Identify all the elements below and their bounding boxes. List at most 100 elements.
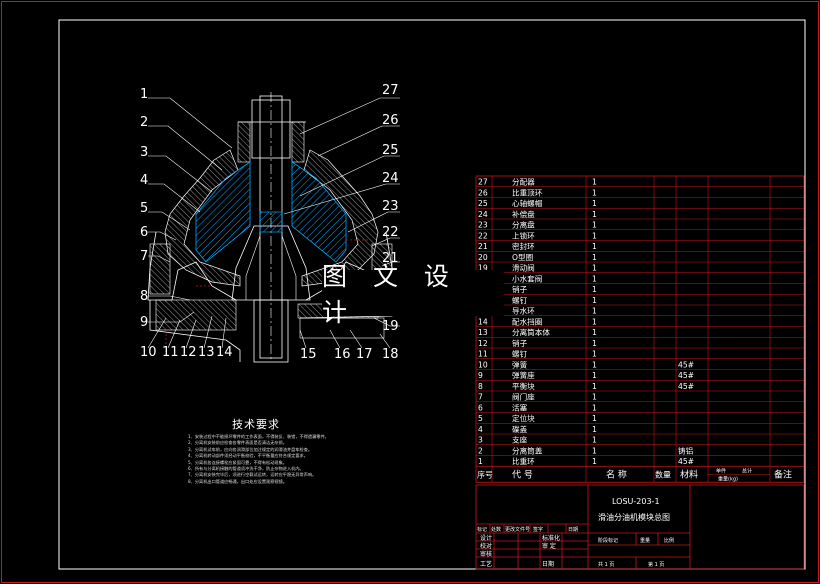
bom-cell-no: 13: [478, 328, 488, 337]
bom-cell-name: 支座: [512, 435, 528, 445]
requirement-item: 1、安装过程中不能损坏零件的工作表面，不得装反、装错，不得遗漏零件。: [188, 434, 329, 439]
bom-header-material: 材料: [680, 468, 698, 480]
bom-cell-name: 分离盘: [512, 220, 535, 230]
bom-cell-no: 12: [478, 339, 488, 348]
bom-cell-qty: 1: [592, 307, 597, 316]
title-block: [475, 484, 805, 570]
bom-cell-no: 22: [478, 231, 488, 240]
bom-cell-qty: 1: [592, 253, 597, 262]
callout-12: 12: [180, 345, 197, 360]
bom-cell-name: 心轴螺帽: [512, 198, 543, 208]
callout-9: 9: [140, 315, 148, 330]
bom-cell-qty: 1: [592, 339, 597, 348]
callout-22: 22: [382, 225, 399, 240]
bom-cell-name: 小水套阀: [512, 273, 542, 283]
requirement-item: 4、分离机转动部件须经动平衡校验，不平衡量应符合规定要求。: [188, 453, 308, 459]
drawing-title: 滑油分油机模块总图: [598, 512, 670, 522]
callout-7: 7: [140, 249, 148, 264]
requirement-item: 8、分离机出口管道应畅通，出口处应设置观察视镜。: [188, 478, 287, 484]
bom-cell-no: 9: [478, 371, 483, 380]
requirement-item: 6、所有与分离机接触的管道须冲洗干净，防止杂物进入机内。: [188, 466, 304, 472]
bom-cell-material: 45#: [678, 382, 694, 391]
sheet-number: 第 1 页: [648, 561, 664, 568]
callout-21: 21: [382, 251, 399, 266]
sheets-total: 共 1 页: [598, 561, 614, 568]
bom-cell-qty: 1: [592, 199, 597, 208]
callout-27: 27: [382, 83, 399, 98]
bom-cell-no: 24: [478, 210, 488, 219]
date-label: 日期: [542, 560, 554, 568]
bom-cell-qty: 1: [592, 457, 597, 466]
callout-17: 17: [356, 347, 373, 362]
bom-border: [475, 175, 805, 483]
bom-cell-material: 45#: [678, 360, 694, 369]
bom-cell-name: 上锁环: [512, 230, 535, 240]
bom-cell-qty: 1: [592, 371, 597, 380]
assembly-section-view: [147, 92, 400, 363]
requirement-item: 3、分离机试车前，应向各润滑部位加注规定的润滑油并盘车检查。: [188, 446, 313, 452]
bom-cell-name: 销子: [512, 284, 528, 294]
drawing-number: LOSU-203-1: [612, 497, 660, 506]
tech-requirements-list: 1、安装过程中不能损坏零件的工作表面，不得装反、装错，不得遗漏零件。 2、分离机…: [188, 434, 478, 485]
bom-header-name: 名 称: [606, 468, 627, 480]
callout-8: 8: [140, 289, 148, 304]
bom-cell-name: 销子: [512, 338, 528, 348]
bom-cell-name: 碟盖: [512, 424, 528, 434]
callout-13: 13: [198, 345, 215, 360]
bom-cell-qty: 1: [592, 178, 597, 187]
callout-2: 2: [140, 115, 148, 130]
bom-header-remark: 备注: [774, 468, 792, 480]
role-review: 审核: [480, 550, 492, 558]
bom-cell-name: 定位块: [512, 413, 535, 423]
bom-cell-name: 比重顶环: [512, 187, 543, 197]
weight-label: 重量: [640, 537, 650, 544]
callout-23: 23: [382, 199, 399, 214]
bom-header-weight: 重量(kg): [718, 475, 738, 482]
callout-26: 26: [382, 113, 399, 128]
rev-col-date: 日期: [568, 527, 578, 533]
bom-cell-qty: 1: [592, 414, 597, 423]
bom-cell-qty: 1: [592, 242, 597, 251]
bom-cell-no: 10: [478, 360, 488, 369]
rev-col-count: 处数: [491, 526, 501, 533]
bom-cell-no: 20: [478, 253, 488, 262]
bom-cell-name: 分离筒本体: [512, 327, 550, 337]
tech-requirements-title: 技术要求: [232, 418, 280, 431]
bom-cell-qty: 1: [592, 264, 597, 273]
bom-cell-name: 活塞: [512, 402, 528, 412]
bom-cell-name: O型圈: [512, 253, 533, 262]
title-block-text: LOSU-203-1 滑油分油机模块总图 标记 处数 更改文件号 签字 日期 设…: [477, 497, 674, 568]
bom-header-code: 代 号: [512, 469, 533, 480]
bom-cell-qty: 1: [592, 210, 597, 219]
rev-col-doc: 更改文件号: [505, 526, 530, 533]
bom-cell-no: 19: [478, 264, 488, 273]
bom-cell-name: 配水挡圈: [512, 316, 542, 326]
callout-11: 11: [162, 345, 179, 360]
bom-cell-qty: 1: [592, 221, 597, 230]
bom-cell-name: 弹簧: [512, 359, 528, 369]
callout-24: 24: [382, 171, 399, 186]
rev-col-mark: 标记: [477, 526, 487, 533]
bom-cell-qty: 1: [592, 446, 597, 455]
bom-cell-name: 阀门座: [512, 392, 535, 402]
bom-cell-name: 密封环: [512, 241, 535, 251]
callout-16: 16: [334, 347, 351, 362]
bom-cell-no: 7: [478, 393, 483, 402]
bom-cell-name: 比重环: [512, 456, 535, 466]
bom-cell-qty: 1: [592, 328, 597, 337]
bom-cell-name: 滑动阀: [512, 263, 535, 273]
bom-cell-material: 45#: [678, 457, 694, 466]
bom-header-qty: 数量: [655, 469, 671, 479]
bom-cell-no: 3: [478, 436, 483, 445]
bom-cell-no: 25: [478, 199, 488, 208]
bom-cell-name: 分离筒盖: [512, 445, 543, 455]
requirement-item: 7、分离机安装完毕后，须进行空载试运转，运转应平稳无异常声响。: [188, 472, 317, 478]
bom-cell-no: 8: [478, 382, 483, 391]
inner-frame: [58, 19, 806, 570]
bom-header-no: 序号: [477, 469, 493, 479]
bom-cell-qty: 1: [592, 274, 597, 283]
bom-cell-no: 21: [478, 242, 488, 251]
bom-cell-no: 2: [478, 446, 483, 455]
bom-cell-no: 4: [478, 425, 483, 434]
